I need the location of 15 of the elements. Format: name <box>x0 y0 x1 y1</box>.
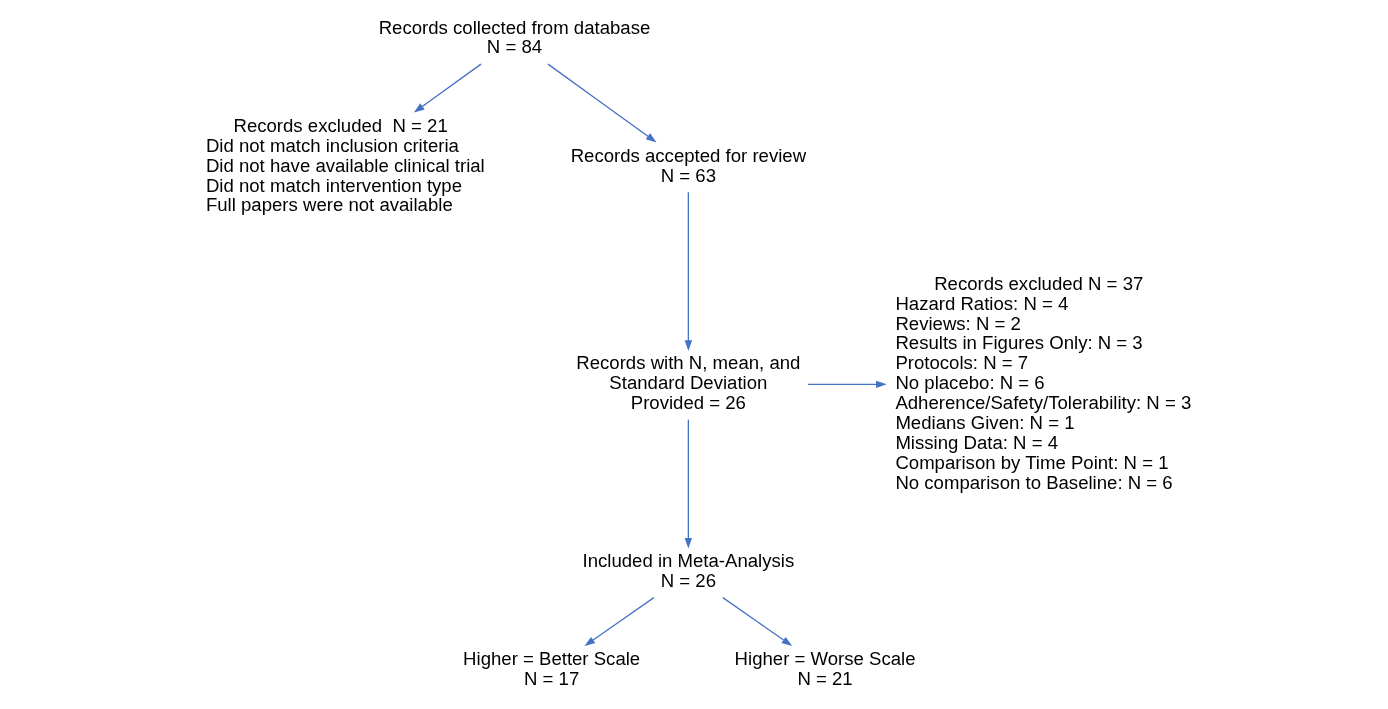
arrow <box>807 380 887 389</box>
node-text: Higher = Worse Scale N = 21 <box>734 648 916 690</box>
node-text: Higher = Better Scale N = 17 <box>463 648 641 690</box>
arrow <box>413 63 482 113</box>
arrow <box>722 596 793 647</box>
node-text: Records with N, mean, and Standard Deviation Provided = 26 <box>576 352 801 414</box>
node-text: Records excluded N = 21 Did not match inclusion criteria Did not have available clinical trial Did not match intervention type Full papers were not available <box>205 114 485 216</box>
node-text: Included in Meta-Analysis N = 26 <box>582 550 795 592</box>
node-text: Records accepted for review N = 63 <box>570 144 807 186</box>
arrow <box>547 63 657 143</box>
arrow <box>684 419 693 549</box>
node-text: Records excluded N = 37 Hazard Ratios: N = 4 Reviews: N = 2 Results in Figures Only: N = 3 Protocols: N = 7 No placebo: N = 6 Adherence/Safety/Tolerability: N = 3 Medians Given: N = 1 Missing Data: N = 4 Comparison by Time Point: N = 1 No comparison to Baseline: N = 6 <box>895 272 1192 493</box>
arrow <box>684 191 693 351</box>
node-text: Records collected from database N = 84 <box>378 16 651 58</box>
arrow <box>584 596 655 647</box>
